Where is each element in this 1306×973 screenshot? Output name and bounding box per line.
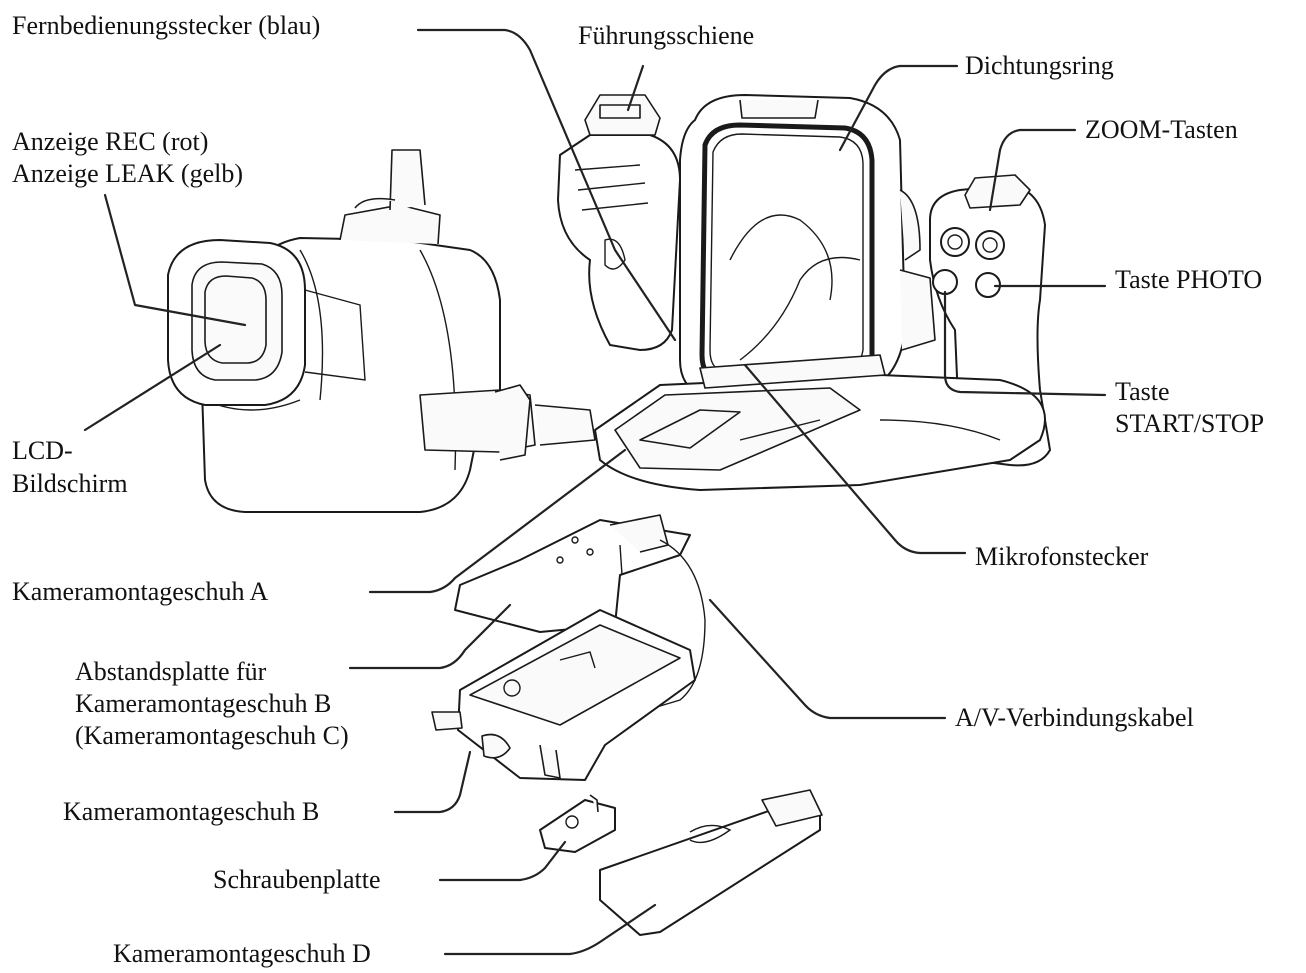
label-start-stop-2: START/STOP — [1115, 409, 1265, 438]
label-sealing-ring: Dichtungsring — [965, 51, 1114, 80]
camera-shoe-d — [599, 789, 823, 936]
label-zoom-buttons: ZOOM-Tasten — [1085, 115, 1238, 144]
label-spacer-3: (Kameramontageschuh C) — [75, 721, 349, 750]
label-av-cable: A/V-Verbindungskabel — [955, 703, 1194, 732]
label-guide-rail: Führungsschiene — [578, 21, 755, 50]
label-mic-plug: Mikrofonstecker — [975, 542, 1149, 571]
leader-lines — [83, 28, 1107, 956]
zoom-button-left — [940, 227, 970, 257]
label-spacer-2: Kameramontageschuh B — [75, 689, 332, 718]
av-cable — [639, 539, 706, 713]
label-lcd-2: Bildschirm — [12, 469, 128, 498]
label-shoe-a: Kameramontageschuh A — [12, 577, 269, 606]
label-screw-plate: Schraubenplatte — [213, 865, 381, 894]
start-stop-button — [932, 269, 958, 295]
left-grip — [557, 94, 681, 351]
zoom-button-right — [975, 230, 1005, 260]
label-leak-indicator: Anzeige LEAK (gelb) — [12, 159, 244, 188]
label-photo-button: Taste PHOTO — [1115, 265, 1263, 294]
label-start-stop-1: Taste — [1115, 377, 1170, 406]
screw-plate-part — [539, 794, 616, 853]
label-shoe-b: Kameramontageschuh B — [63, 797, 320, 826]
label-spacer-1: Abstandsplatte für — [75, 657, 267, 686]
camera-shoe-b — [431, 609, 696, 781]
label-shoe-d: Kameramontageschuh D — [113, 939, 371, 968]
label-remote-plug: Fernbedienungsstecker (blau) — [12, 11, 321, 40]
base-tray — [594, 354, 1046, 491]
label-rec-indicator: Anzeige REC (rot) — [12, 127, 209, 156]
camera-shoe-a — [454, 514, 691, 633]
front-housing — [679, 94, 936, 396]
label-lcd-1: LCD- — [12, 436, 73, 465]
